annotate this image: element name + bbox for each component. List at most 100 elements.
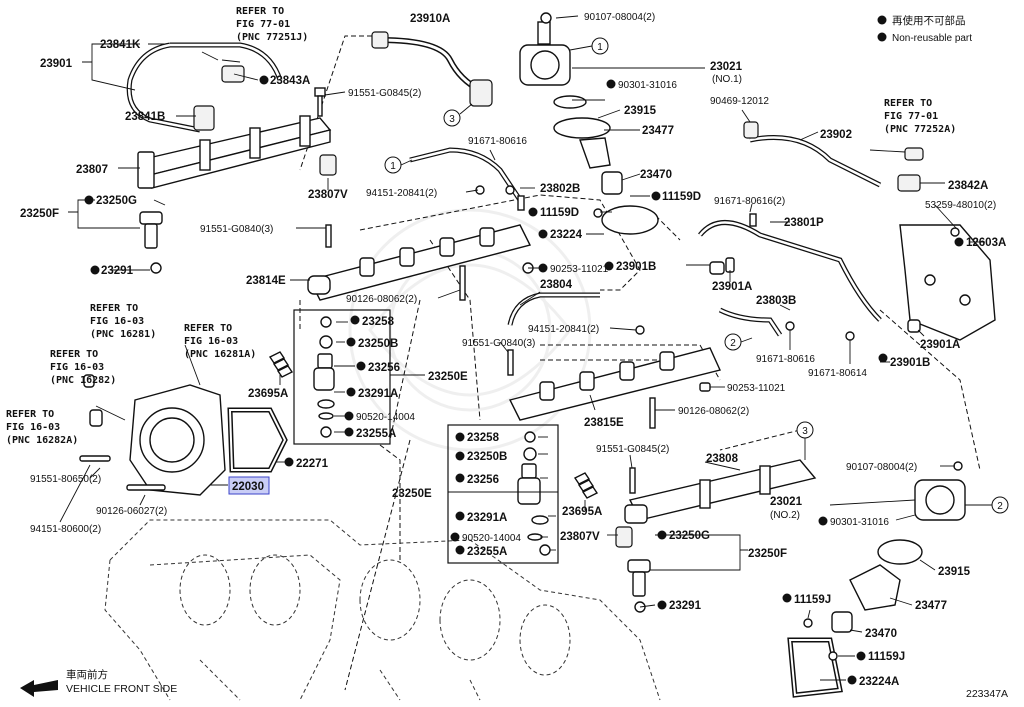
refer-note-77251J: REFER TO FIG 77-01 (PNC 77251J)	[236, 6, 308, 43]
label-23258-b: 23258	[467, 432, 500, 444]
gasket-22271	[227, 407, 288, 473]
label-90126-06027: 90126-06027(2)	[96, 506, 167, 517]
callout-circles: 1 1 2 2 3 3	[384, 37, 1009, 514]
label-23901: 23901	[40, 58, 73, 70]
fuel-pump-23021-no1	[519, 21, 659, 235]
clamp-23841B	[193, 105, 215, 131]
misc-fasteners	[325, 12, 963, 661]
studs-22030	[79, 455, 166, 491]
legend-jp: 再使用不可部品	[892, 14, 966, 27]
label-91671-a: 91671-80616	[468, 136, 527, 147]
label-91671-d: 91671-80614	[808, 368, 867, 379]
label-91671-c: 91671-80616	[756, 354, 815, 365]
label-22271: 22271	[296, 458, 329, 470]
label-90520-b: 90520-14004	[462, 533, 521, 544]
label-23804: 23804	[540, 279, 573, 291]
front-side-indicator: 車両前方 VEHICLE FRONT SIDE	[20, 668, 177, 697]
label-23808: 23808	[706, 453, 739, 465]
label-23224-a: 23224	[550, 229, 583, 241]
fuel-rail-23814E	[307, 224, 532, 301]
label-23224A: 23224A	[859, 676, 899, 688]
label-23250G-b: 23250G	[669, 530, 710, 542]
label-90107-b: 90107-08004(2)	[846, 462, 917, 473]
label-23807V-a: 23807V	[308, 189, 348, 201]
spring-23695A-b	[573, 472, 599, 499]
label-23470-a: 23470	[640, 169, 672, 181]
svg-text:FIG 77-01: FIG 77-01	[236, 19, 290, 30]
label-90520-a: 90520-14004	[356, 412, 415, 423]
label-23470-b: 23470	[865, 628, 897, 640]
leader-lines	[59, 15, 985, 681]
label-23910A: 23910A	[410, 13, 450, 25]
svg-text:FIG 16-03: FIG 16-03	[184, 336, 238, 347]
label-90126-a: 90126-08062(2)	[346, 294, 417, 305]
callout-2-b: 2	[997, 501, 1003, 512]
label-23250E-b: 23250E	[392, 488, 432, 500]
injector-set-23250E-a	[313, 316, 335, 438]
label-23815E: 23815E	[584, 417, 624, 429]
bracket-12603A	[899, 224, 996, 341]
label-91671-b: 91671-80616(2)	[714, 196, 785, 207]
svg-text:FIG 77-01: FIG 77-01	[884, 111, 938, 122]
fuel-pipe-23801P	[698, 220, 882, 322]
label-23901B-a: 23901B	[616, 261, 656, 273]
label-11159J-a: 11159J	[794, 594, 831, 606]
label-23814E: 23814E	[246, 275, 286, 287]
callout-1-a: 1	[597, 42, 603, 53]
label-11159D-a: 11159D	[662, 191, 701, 203]
label-91551-80650: 91551-80650(2)	[30, 474, 101, 485]
label-94151-a: 94151-20841(2)	[366, 188, 437, 199]
label-91551-G0840-b: 91551-G0840(3)	[462, 338, 535, 349]
label-23021-no2-note: (NO.2)	[770, 510, 800, 521]
label-23915-b: 23915	[938, 566, 971, 578]
label-23256-a: 23256	[368, 362, 400, 374]
label-23803B: 23803B	[756, 295, 796, 307]
svg-text:(PNC 77252A): (PNC 77252A)	[884, 124, 956, 135]
label-22030[interactable]: 22030	[232, 481, 264, 493]
label-23915-a: 23915	[624, 105, 657, 117]
fuel-rail-23808	[624, 459, 817, 524]
fuel-pipe-23802B	[409, 147, 523, 202]
fuel-rail-23815E	[508, 347, 721, 429]
label-23250F-b: 23250F	[748, 548, 787, 560]
spacer-23807V-b	[615, 526, 633, 548]
bolt-91551-a	[314, 87, 326, 117]
svg-text:REFER TO: REFER TO	[50, 349, 98, 360]
label-23250B-a: 23250B	[358, 338, 398, 350]
label-23021-no1-note: (NO.1)	[712, 74, 742, 85]
highlight-22030[interactable]	[228, 476, 270, 495]
svg-text:REFER TO: REFER TO	[6, 409, 54, 420]
svg-text:(PNC 16282A): (PNC 16282A)	[6, 435, 78, 446]
label-23250E-a: 23250E	[428, 371, 468, 383]
svg-text:(PNC 16281A): (PNC 16281A)	[184, 349, 256, 360]
label-23901B-b: 23901B	[890, 357, 930, 369]
label-23807V-b: 23807V	[560, 531, 600, 543]
refer-note-16281: REFER TO FIG 16-03 (PNC 16281)	[90, 303, 156, 340]
label-90301-a: 90301-31016	[618, 80, 677, 91]
engine-block-outline	[104, 519, 661, 701]
legend: 再使用不可部品 Non-reusable part	[877, 14, 972, 44]
label-23291A-b: 23291A	[467, 512, 507, 524]
refer-note-77252A: REFER TO FIG 77-01 (PNC 77252A)	[884, 98, 956, 135]
label-90107-a: 90107-08004(2)	[584, 12, 655, 23]
label-94151-b: 94151-20841(2)	[528, 324, 599, 335]
label-90253-b: 90253-11021	[727, 383, 786, 394]
label-23255A-b: 23255A	[467, 546, 507, 558]
label-23902: 23902	[820, 129, 852, 141]
callout-3-a: 3	[449, 114, 455, 125]
label-23901A-b: 23901A	[920, 339, 960, 351]
label-23843A: 23843A	[270, 75, 310, 87]
spacer-23807V-a	[319, 154, 337, 176]
label-12603A: 12603A	[966, 237, 1006, 249]
svg-text:(PNC 16282): (PNC 16282)	[50, 375, 116, 386]
label-11159D-b: 11159D	[540, 207, 579, 219]
fuel-rail-23807	[137, 115, 332, 189]
label-23807: 23807	[76, 164, 108, 176]
label-11159J-b: 11159J	[868, 651, 905, 663]
svg-text:(PNC 77251J): (PNC 77251J)	[236, 32, 308, 43]
svg-text:FIG 16-03: FIG 16-03	[90, 316, 144, 327]
label-90301-b: 90301-31016	[830, 517, 889, 528]
label-91551-G0840-a: 91551-G0840(3)	[200, 224, 273, 235]
label-23021-no2: 23021	[770, 496, 803, 508]
